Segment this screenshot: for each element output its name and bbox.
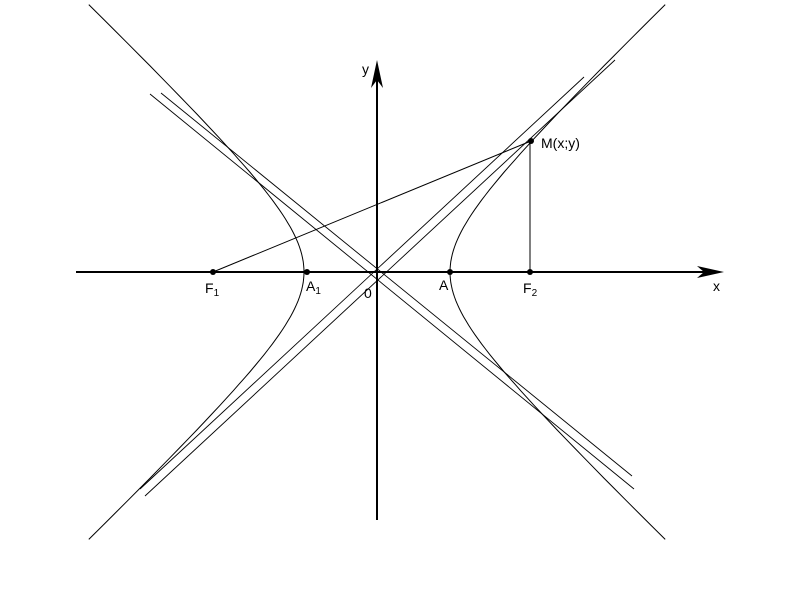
point-a1-letter: A: [306, 278, 316, 294]
asymptote-2a: [149, 93, 635, 490]
point-m: [528, 138, 534, 144]
asymptote-2b: [160, 92, 633, 477]
point-f1: [210, 269, 216, 275]
point-f1-label: F1: [205, 280, 220, 299]
point-f1-subscript: 1: [214, 288, 220, 299]
point-a1-label: A1: [306, 278, 321, 297]
point-f2-subscript: 2: [532, 288, 538, 299]
focal-line-f1-m: [212, 140, 532, 273]
point-a1: [304, 269, 310, 275]
point-a1-subscript: 1: [315, 286, 321, 297]
point-f2-letter: F: [523, 280, 532, 296]
y-axis-label: y: [362, 61, 369, 77]
point-a-label: A: [439, 277, 449, 293]
point-f2-label: F2: [523, 280, 538, 299]
point-f1-letter: F: [205, 280, 214, 296]
point-a: [447, 269, 453, 275]
asymptote-1a: [139, 76, 585, 490]
x-axis-label: x: [713, 278, 720, 294]
y-axis-arrow: [371, 60, 383, 88]
origin-label: 0: [364, 285, 372, 301]
asymptote-1b: [144, 59, 616, 497]
point-m-label: M(x;y): [541, 135, 580, 151]
x-axis-arrow: [697, 266, 724, 278]
point-f2: [527, 269, 533, 275]
